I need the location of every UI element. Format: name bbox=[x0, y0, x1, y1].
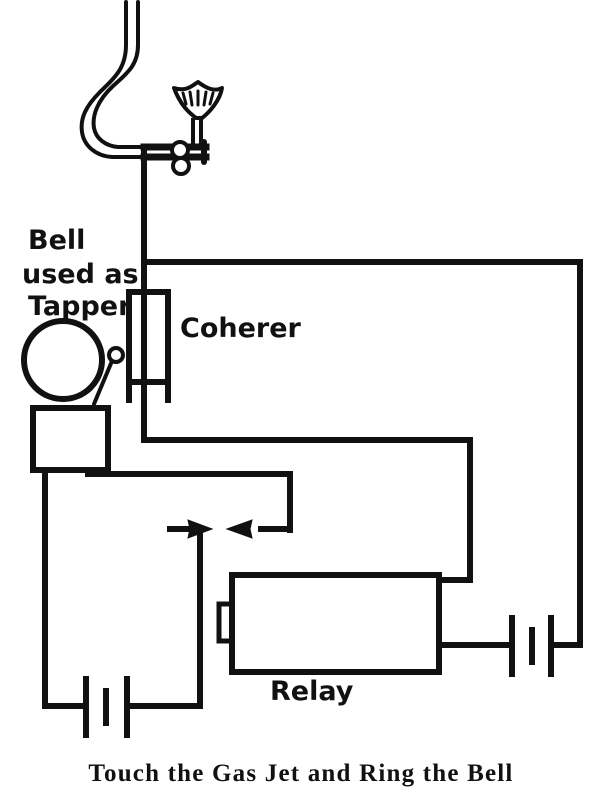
tapper-left-wire bbox=[42, 467, 88, 709]
gas-pipe bbox=[79, 0, 148, 159]
burner-neck bbox=[191, 118, 203, 144]
relay-label: Relay bbox=[270, 676, 354, 707]
figure-caption: Touch the Gas Jet and Ring the Bell bbox=[88, 760, 513, 787]
tapper-right-wire bbox=[85, 471, 293, 533]
contact-left-arm bbox=[127, 527, 203, 709]
bell-hammer bbox=[92, 346, 125, 406]
label-bell-used-as-tapper: Bell used as Tapper bbox=[22, 225, 139, 322]
bell-gong bbox=[21, 318, 105, 402]
contact-points bbox=[167, 519, 290, 539]
gas-valve-knob bbox=[170, 140, 191, 176]
bell-label-line-3: Tapper bbox=[28, 291, 132, 322]
flame-icon bbox=[172, 80, 224, 120]
bell-label-line-1: Bell bbox=[28, 225, 85, 256]
bell-label-line-2: used as bbox=[22, 259, 139, 290]
tapper-box bbox=[30, 405, 111, 473]
relay bbox=[216, 572, 442, 675]
coherer-lower-wire bbox=[141, 437, 473, 583]
coherer-label: Coherer bbox=[180, 313, 302, 344]
top-bus-wire bbox=[141, 259, 583, 648]
battery-left bbox=[83, 676, 130, 738]
battery-right bbox=[509, 615, 554, 677]
coherer bbox=[126, 289, 171, 443]
